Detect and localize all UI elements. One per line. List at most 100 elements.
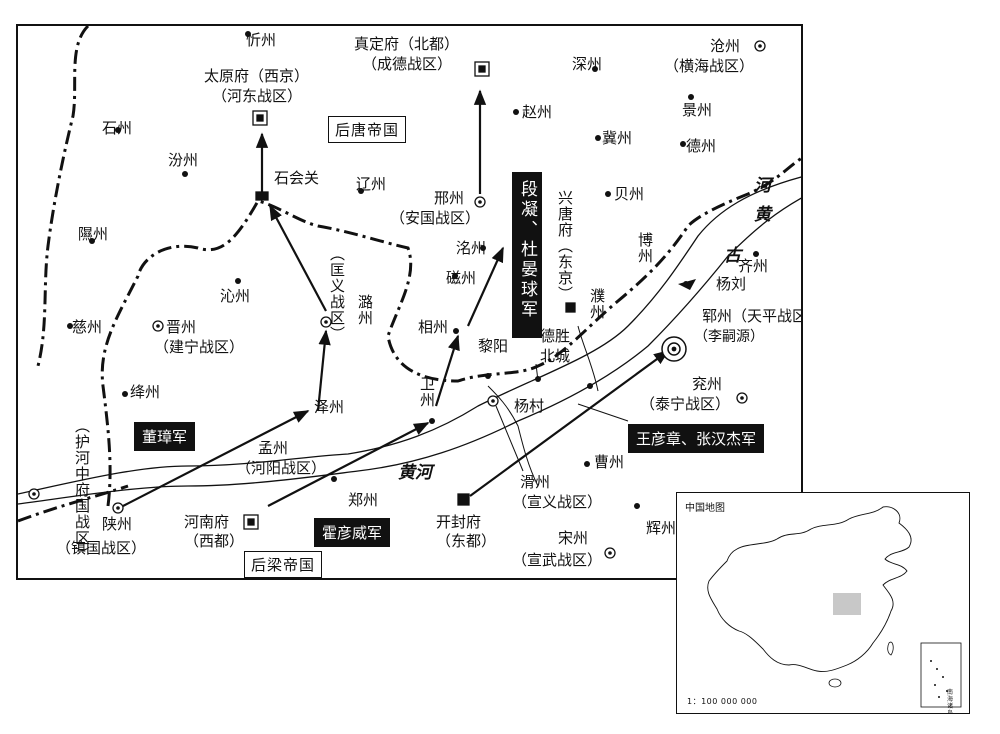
leader-wang: [577, 403, 629, 422]
place-taiyuan-1: 太原府（西京）: [204, 67, 310, 85]
place-shihuiguan: 石会关: [274, 169, 320, 187]
river-tributary-2: [487, 385, 539, 487]
place-jingzhou: 景州: [682, 101, 713, 119]
place-cangzhou-2: （横海战区）: [664, 57, 755, 75]
place-zhaozhou: 赵州: [522, 103, 553, 121]
place-huizhou: 辉州: [646, 519, 677, 537]
place-henanfu-1: 河南府: [184, 513, 230, 531]
place-xiangzhou: 相州: [418, 318, 449, 336]
place-bozhou: 博州: [636, 232, 654, 264]
place-liaozhou: 辽州: [356, 175, 387, 193]
pass-shihuiguan: [255, 191, 269, 201]
place-yangliu: 杨刘: [716, 275, 747, 293]
place-henanfu-2: （西都）: [184, 532, 245, 550]
leader-huazhou: [495, 405, 524, 472]
place-weizhou: 卫州: [418, 376, 436, 408]
army-dong-zhang: 董璋军: [134, 422, 196, 451]
place-kaifeng-1: 开封府: [436, 513, 482, 531]
place-shanzhou-1: 陕州: [102, 515, 133, 533]
inset-china-map: 中国地图 南海诸岛 1：100 000 000: [676, 492, 970, 714]
place-jiangzhou: 绛州: [130, 383, 161, 401]
nanhai-inset-box: [920, 642, 962, 708]
empire-later-liang: 后梁帝国: [244, 551, 323, 578]
army-duan-du: 段凝、杜晏球军: [512, 172, 542, 338]
place-zezhou: 泽州: [314, 398, 345, 416]
taiwan-island: [887, 641, 894, 656]
yellow-river-north-bank: [18, 176, 801, 495]
place-kuangyi: （匡义战区）: [328, 246, 346, 342]
place-mengzhou-2: （河阳战区）: [236, 459, 327, 477]
place-mengzhou-1: 孟州: [258, 439, 289, 457]
army-wang-zhang: 王彦章、张汉杰军: [628, 424, 765, 453]
frontline-border: [100, 156, 801, 507]
capital-kaifeng: [457, 493, 470, 506]
place-jinzhou-2: （建宁战区）: [154, 338, 245, 356]
place-yangcun: 杨村: [514, 397, 545, 415]
place-desheng-1: 德胜: [540, 327, 571, 345]
place-beizhou: 贝州: [614, 185, 645, 203]
nanhai-label: 南海诸岛: [947, 689, 954, 714]
river-label-yellow: 黄河: [398, 463, 432, 483]
place-shenzhou: 深州: [572, 55, 603, 73]
place-xinzhou: 忻州: [246, 31, 277, 49]
place-puzhou: 濮州: [588, 288, 606, 320]
place-huazhou-2: （宣义战区）: [512, 493, 603, 511]
place-cizhou: 慈州: [72, 318, 103, 336]
inset-highlight-area: [833, 593, 861, 615]
yangliu-marker: [678, 279, 696, 290]
place-xizhou: 隰州: [78, 225, 109, 243]
yellow-river-south-bank: [18, 197, 801, 505]
empire-later-tang: 后唐帝国: [328, 116, 407, 143]
map-frame: 后唐帝国 后梁帝国 忻州 真定府（北都） （成德战区） 太原府（西京） （河东战…: [16, 24, 803, 580]
place-zhending-1: 真定府（北都）: [354, 35, 460, 53]
place-caozhou: 曹州: [594, 453, 625, 471]
place-shizhou: 石州: [102, 119, 133, 137]
place-mingzhou: 洺州: [456, 239, 487, 257]
place-xingzhou-2: （安国战区）: [390, 209, 481, 227]
place-dezhou: 德州: [686, 137, 717, 155]
city-dots: [32, 31, 762, 555]
inset-scale: 1：100 000 000: [687, 697, 758, 706]
arrow-weizhou-xiangzhou: [434, 334, 460, 407]
arrow-xiangzhou-mingzhou: [466, 246, 505, 327]
place-jinzhou-1: 晋州: [166, 318, 197, 336]
place-luzhou: 潞州: [356, 294, 374, 326]
army-huo-yanwei: 霍彦威军: [314, 518, 391, 547]
place-songzhou-2: （宣武战区）: [512, 551, 603, 569]
place-songzhou-1: 宋州: [558, 529, 589, 547]
arrow-kuangyi-shihui: [269, 204, 327, 312]
china-outline: [707, 506, 912, 672]
place-xingtang: 兴唐府（东京）: [556, 190, 574, 302]
china-outline-svg: [707, 506, 962, 708]
place-cizhou-m: 磁州: [446, 269, 477, 287]
place-desheng-2: 北城: [540, 347, 571, 365]
river-tributary: [577, 325, 599, 392]
capital-xingtang: [565, 302, 576, 313]
place-liyang: 黎阳: [478, 337, 509, 355]
arrow-kaifeng-yunzhou: [469, 350, 670, 497]
place-zhending-2: （成德战区）: [362, 55, 453, 73]
arrow-henan-weizhou: [267, 422, 430, 507]
hainan-island: [828, 678, 842, 688]
place-shanzhou-2: （镇国战区）: [56, 539, 147, 557]
place-xingzhou-1: 邢州: [434, 189, 465, 207]
place-taiyuan-2: （河东战区）: [212, 87, 303, 105]
capital-symbols: [243, 61, 576, 530]
place-yunzhou-2: （李嗣源）: [694, 329, 764, 345]
place-huhe: （护河中府国战区）: [73, 418, 91, 562]
border-west: [36, 26, 90, 367]
place-yanzhou-1: 兖州: [692, 375, 723, 393]
place-jizhou-ji: 冀州: [602, 129, 633, 147]
place-jizhou-qi: 齐州: [738, 257, 769, 275]
arrow-shanzhou-zezhou: [122, 410, 310, 507]
map-base-svg: [18, 26, 801, 559]
place-zhengzhou: 郑州: [348, 491, 379, 509]
river-label-he-huang: 河黄: [750, 176, 770, 234]
place-huazhou-1: 滑州: [520, 473, 551, 491]
border-south-west: [18, 484, 129, 523]
inset-title: 中国地图: [685, 503, 725, 514]
place-cangzhou-1: 沧州: [710, 37, 741, 55]
place-kaifeng-2: （东都）: [436, 532, 497, 550]
river-label-gu: 古: [720, 246, 740, 275]
place-yunzhou-1: 郓州（天平战区）: [702, 307, 801, 325]
